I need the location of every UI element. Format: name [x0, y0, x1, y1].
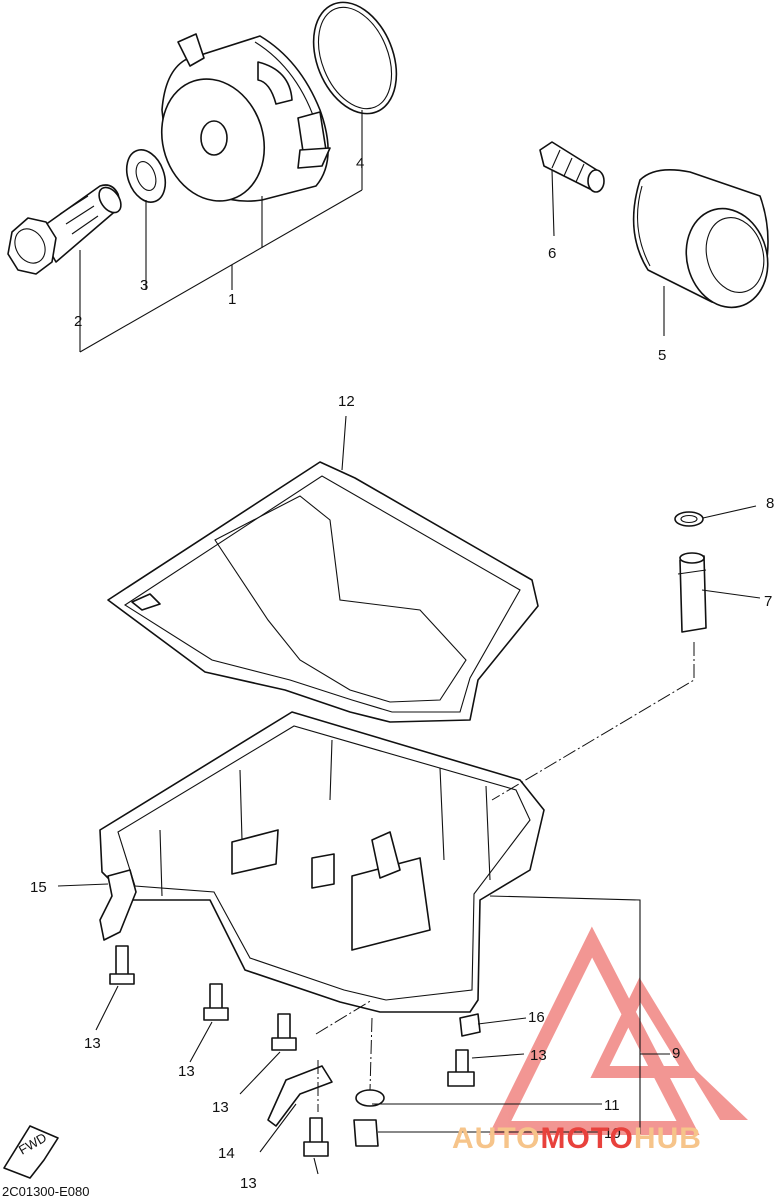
- callout-16: 16: [528, 1009, 545, 1026]
- sealing-washer: [125, 149, 167, 203]
- callout-9: 9: [672, 1045, 680, 1062]
- forward-arrow-icon: FWD: [3, 1125, 59, 1179]
- callout-4: 4: [356, 155, 364, 172]
- o-ring-small: [674, 511, 704, 527]
- callout-6: 6: [548, 245, 556, 262]
- clamp: [459, 1013, 481, 1037]
- drain-plug: [353, 1119, 379, 1147]
- union-bolt: [7, 184, 122, 275]
- callout-13: 13: [178, 1063, 195, 1080]
- bolt: [447, 1049, 475, 1087]
- callout-7: 7: [764, 593, 772, 610]
- watermark-part3: HUB: [634, 1122, 702, 1155]
- callout-3: 3: [140, 277, 148, 294]
- callout-numbers: 1 2 3 4 5 6 7 8 9 10 11 12 13 13 13 13 1…: [30, 155, 774, 1192]
- callout-5: 5: [658, 347, 666, 364]
- callout-13: 13: [84, 1035, 101, 1052]
- oil-pan-gasket: [107, 461, 539, 723]
- callout-13: 13: [212, 1099, 229, 1116]
- oil-pan: [99, 711, 545, 1013]
- o-ring-large: [312, 1, 398, 115]
- watermark-part2: MOTO: [540, 1122, 633, 1155]
- callout-13: 13: [530, 1047, 547, 1064]
- callout-2: 2: [74, 313, 82, 330]
- leader-lines: [57, 110, 761, 1175]
- callout-15: 15: [30, 879, 47, 896]
- bolt: [271, 1013, 297, 1051]
- callout-10: 10: [604, 1125, 621, 1142]
- watermark-part1: AUTO: [452, 1122, 540, 1155]
- bolt: [109, 945, 135, 985]
- oil-cooler-housing: [160, 33, 331, 202]
- callout-12: 12: [338, 393, 355, 410]
- bolt: [203, 983, 229, 1021]
- callout-14: 14: [218, 1145, 235, 1162]
- bolt: [303, 1117, 329, 1157]
- watermark-logo: [488, 926, 748, 1135]
- oil-filter: [632, 169, 769, 309]
- callout-1: 1: [228, 291, 236, 308]
- diagram-code: 2C01300-E080: [2, 1184, 89, 1198]
- filter-fitting: [539, 141, 605, 193]
- watermark-text: AUTOMOTOHUB: [452, 1122, 702, 1155]
- callout-11: 11: [604, 1097, 620, 1114]
- oil-pipe: [677, 552, 707, 633]
- callout-8: 8: [766, 495, 774, 512]
- bracket: [99, 869, 137, 941]
- callout-13: 13: [240, 1175, 257, 1192]
- stay: [267, 1065, 333, 1127]
